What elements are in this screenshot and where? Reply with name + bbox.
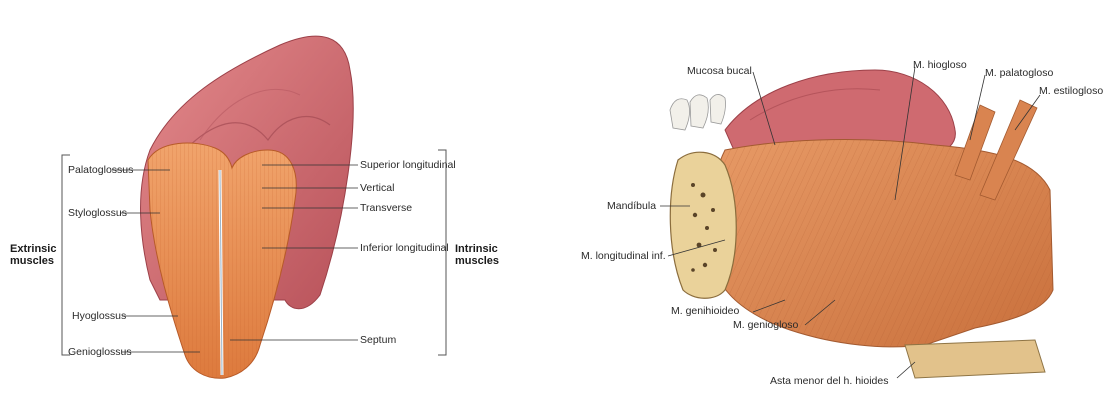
label-hyoglossus: Hyoglossus	[72, 311, 126, 322]
label-m-palatogloso: M. palatogloso	[985, 68, 1053, 79]
label-transverse: Transverse	[360, 203, 412, 214]
label-mandibula: Mandíbula	[607, 201, 656, 212]
label-palatoglossus: Palatoglossus	[68, 165, 133, 176]
label-m-genihioideo: M. genihioideo	[671, 306, 739, 317]
label-extrinsic-muscles: Extrinsic muscles	[10, 243, 60, 267]
mandible-section	[670, 152, 736, 298]
label-intrinsic-muscles: Intrinsic muscles	[455, 243, 505, 267]
label-m-estilogloso: M. estilogloso	[1039, 86, 1103, 97]
label-superior-longitudinal: Superior longitudinal	[360, 160, 456, 171]
label-mucosa-bucal: Mucosa bucal	[687, 66, 752, 77]
label-asta-menor-hioides: Asta menor del h. hioides	[770, 376, 888, 387]
label-genioglossus: Genioglossus	[68, 347, 132, 358]
label-septum: Septum	[360, 335, 396, 346]
label-m-longitudinal-inf: M. longitudinal inf.	[581, 251, 666, 262]
label-inferior-longitudinal: Inferior longitudinal	[360, 243, 449, 254]
tongue-lateral-illustration	[575, 0, 1110, 398]
tongue-muscles-english-figure: Palatoglossus Styloglossus Hyoglossus Ge…	[0, 0, 560, 398]
label-m-hiogloso: M. hiogloso	[913, 60, 967, 71]
extrinsic-bracket	[62, 155, 70, 355]
hyoid-bone	[905, 340, 1045, 378]
label-vertical: Vertical	[360, 183, 394, 194]
tongue-cross-section-illustration	[0, 0, 560, 398]
label-m-geniogloso: M. geniogloso	[733, 320, 798, 331]
teeth	[670, 94, 726, 130]
label-styloglossus: Styloglossus	[68, 208, 127, 219]
tongue-muscles-spanish-figure: Mucosa bucal M. hiogloso M. palatogloso …	[575, 0, 1110, 398]
